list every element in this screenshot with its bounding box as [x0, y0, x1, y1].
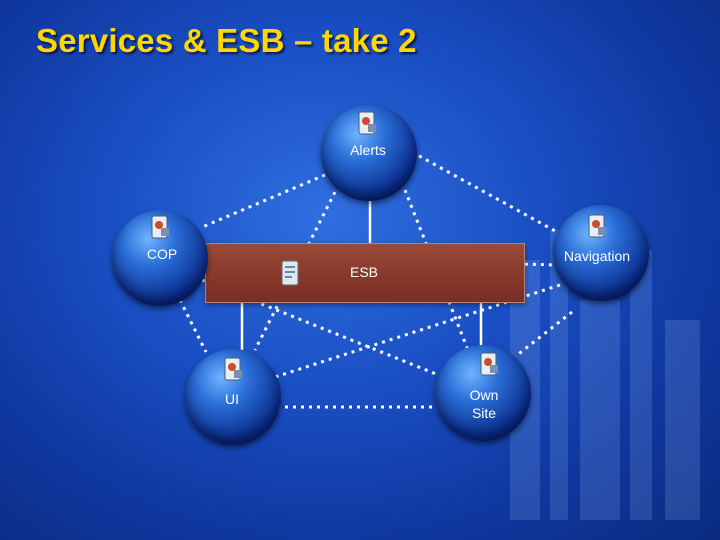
esb-label: ESB	[350, 264, 379, 280]
node-ui-label: UI	[225, 391, 239, 407]
service-document-icon	[151, 215, 169, 239]
service-document-icon	[588, 214, 606, 238]
slide-title: Services & ESB – take 2	[36, 22, 417, 59]
node-navigation-label: Navigation	[563, 248, 631, 264]
esb-bus[interactable]	[205, 243, 525, 303]
link-navigation-ownsite	[515, 310, 573, 358]
node-cop-label: COP	[146, 246, 178, 262]
node-alerts-label: Alerts	[350, 142, 386, 158]
service-document-icon	[480, 352, 498, 376]
link-alerts-navigation	[411, 150, 558, 234]
service-document-icon	[224, 357, 242, 381]
link-cop-ui	[178, 299, 208, 353]
link-alerts-cop	[199, 173, 326, 230]
service-document-icon	[358, 111, 376, 135]
esb-document-icon	[281, 260, 299, 286]
node-own-site-label: Own Site	[469, 387, 499, 421]
